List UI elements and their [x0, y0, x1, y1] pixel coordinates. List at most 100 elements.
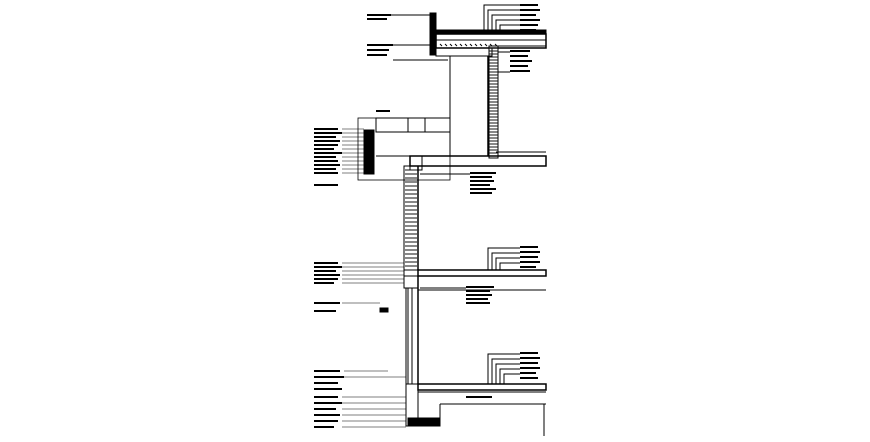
slab3-right-leader: [499, 368, 520, 384]
top-left-text: [367, 18, 387, 20]
slab3-right-text: [520, 367, 540, 369]
base-left-text-top: [314, 382, 338, 384]
lower-left-text: [314, 310, 336, 312]
parapet-upright: [429, 12, 437, 56]
slab3-right-text: [520, 362, 538, 364]
roof-hatch-dot: [454, 43, 458, 47]
top-right-leader: [499, 24, 520, 30]
mid-right-text: [470, 192, 492, 194]
roof-hatch-dot: [439, 43, 443, 47]
mid-right-text: [470, 172, 496, 174]
slab3-right-leader: [487, 353, 520, 384]
slab2-left-text: [314, 270, 336, 272]
top-right-leader: [491, 14, 520, 30]
roof-hatch-dot: [459, 43, 463, 47]
upper-right-text: [510, 55, 528, 57]
slab2-right-leader: [499, 262, 520, 270]
slab2-right-leader: [491, 252, 520, 270]
base-right-text: [466, 396, 492, 398]
roof-soffit: [435, 47, 493, 57]
balcony-bottom-text: [314, 184, 338, 186]
slab2-left-text: [314, 266, 342, 268]
below-slab2-right-text: [466, 286, 494, 288]
lower-marker-tag: [379, 307, 389, 313]
roof-hatch-dot: [474, 43, 478, 47]
roof-hatch-dot: [484, 43, 488, 47]
balcony-left-text: [314, 132, 342, 134]
base-left-text-top: [314, 388, 342, 390]
balcony-top-rail: [375, 117, 451, 133]
slab3-right-text: [520, 357, 540, 359]
floor-slab-3: [417, 383, 547, 391]
balcony-left-text: [314, 156, 336, 158]
upper-right-text: [510, 70, 530, 72]
balcony-left-text: [314, 152, 342, 154]
base-left-text: [314, 396, 338, 398]
roof-hatch-dot: [449, 43, 453, 47]
slab2-left-text: [314, 278, 338, 280]
slab2-right-text: [520, 246, 538, 248]
slab2-right-leader: [487, 247, 520, 270]
balcony-left-text: [314, 128, 338, 130]
balcony-rail-post: [363, 129, 375, 175]
roof-hatch-dot: [479, 43, 483, 47]
top-right-leader: [487, 9, 520, 30]
slab-1-edge-block: [409, 155, 423, 171]
mid-right-text: [470, 176, 492, 178]
base-left-text-top: [314, 370, 340, 372]
roof-hatch-dot: [444, 43, 448, 47]
slab3-right-leader: [495, 363, 520, 384]
mid-right-text: [470, 180, 494, 182]
below-slab2-right-text: [466, 302, 490, 304]
top-right-text: [520, 14, 536, 16]
upper-left-text: [367, 44, 393, 46]
base-left-text-top: [314, 376, 344, 378]
slab2-right-leader: [495, 257, 520, 270]
balcony-left-text: [314, 140, 340, 142]
slab2-right-text: [520, 251, 540, 253]
balcony-left-text: [314, 144, 338, 146]
top-right-text: [520, 9, 540, 11]
slab2-right-text: [520, 261, 540, 263]
mid-right-text: [470, 188, 496, 190]
balcony-label-tag: [376, 110, 390, 112]
below-slab2-right-text: [466, 298, 488, 300]
top-right-text: [520, 19, 540, 21]
lower-left-text: [314, 302, 340, 304]
upper-left-text: [367, 49, 389, 51]
balcony-left-text: [314, 172, 338, 174]
wall-structure: [357, 12, 547, 436]
top-right-text: [520, 29, 536, 31]
upper-right-text: [510, 50, 530, 52]
floor-slab-1: [409, 155, 547, 167]
base-footing: [407, 417, 441, 427]
balcony-left-text: [314, 160, 338, 162]
below-slab2-right-text: [466, 290, 490, 292]
slab3-right-leader: [491, 358, 520, 384]
upper-left-text: [367, 54, 387, 56]
balcony-left-text: [314, 164, 340, 166]
upper-window-box: [449, 55, 489, 157]
base-left-text: [314, 426, 334, 428]
balcony-left-text: [314, 148, 334, 150]
mid-right-text: [470, 184, 490, 186]
top-right-leader: [495, 19, 520, 30]
slab2-right-text: [520, 266, 536, 268]
top-left-text: [367, 14, 391, 16]
upper-right-text: [510, 65, 528, 67]
slab2-left-text: [314, 282, 334, 284]
slab-2-edge-block: [403, 269, 419, 289]
roof-hatch-dot: [464, 43, 468, 47]
slab3-right-text: [520, 372, 536, 374]
slab2-left-text: [314, 274, 340, 276]
upper-right-text: [510, 60, 532, 62]
roof-hatch-dot: [469, 43, 473, 47]
base-left-text: [314, 420, 338, 422]
top-right-text: [520, 4, 538, 6]
top-right-leader: [483, 4, 520, 30]
slab3-right-leader: [503, 373, 520, 384]
floor-slab-2: [417, 269, 547, 277]
balcony-left-text: [314, 136, 336, 138]
slab3-right-text: [520, 377, 538, 379]
below-slab2-right-text: [466, 294, 492, 296]
